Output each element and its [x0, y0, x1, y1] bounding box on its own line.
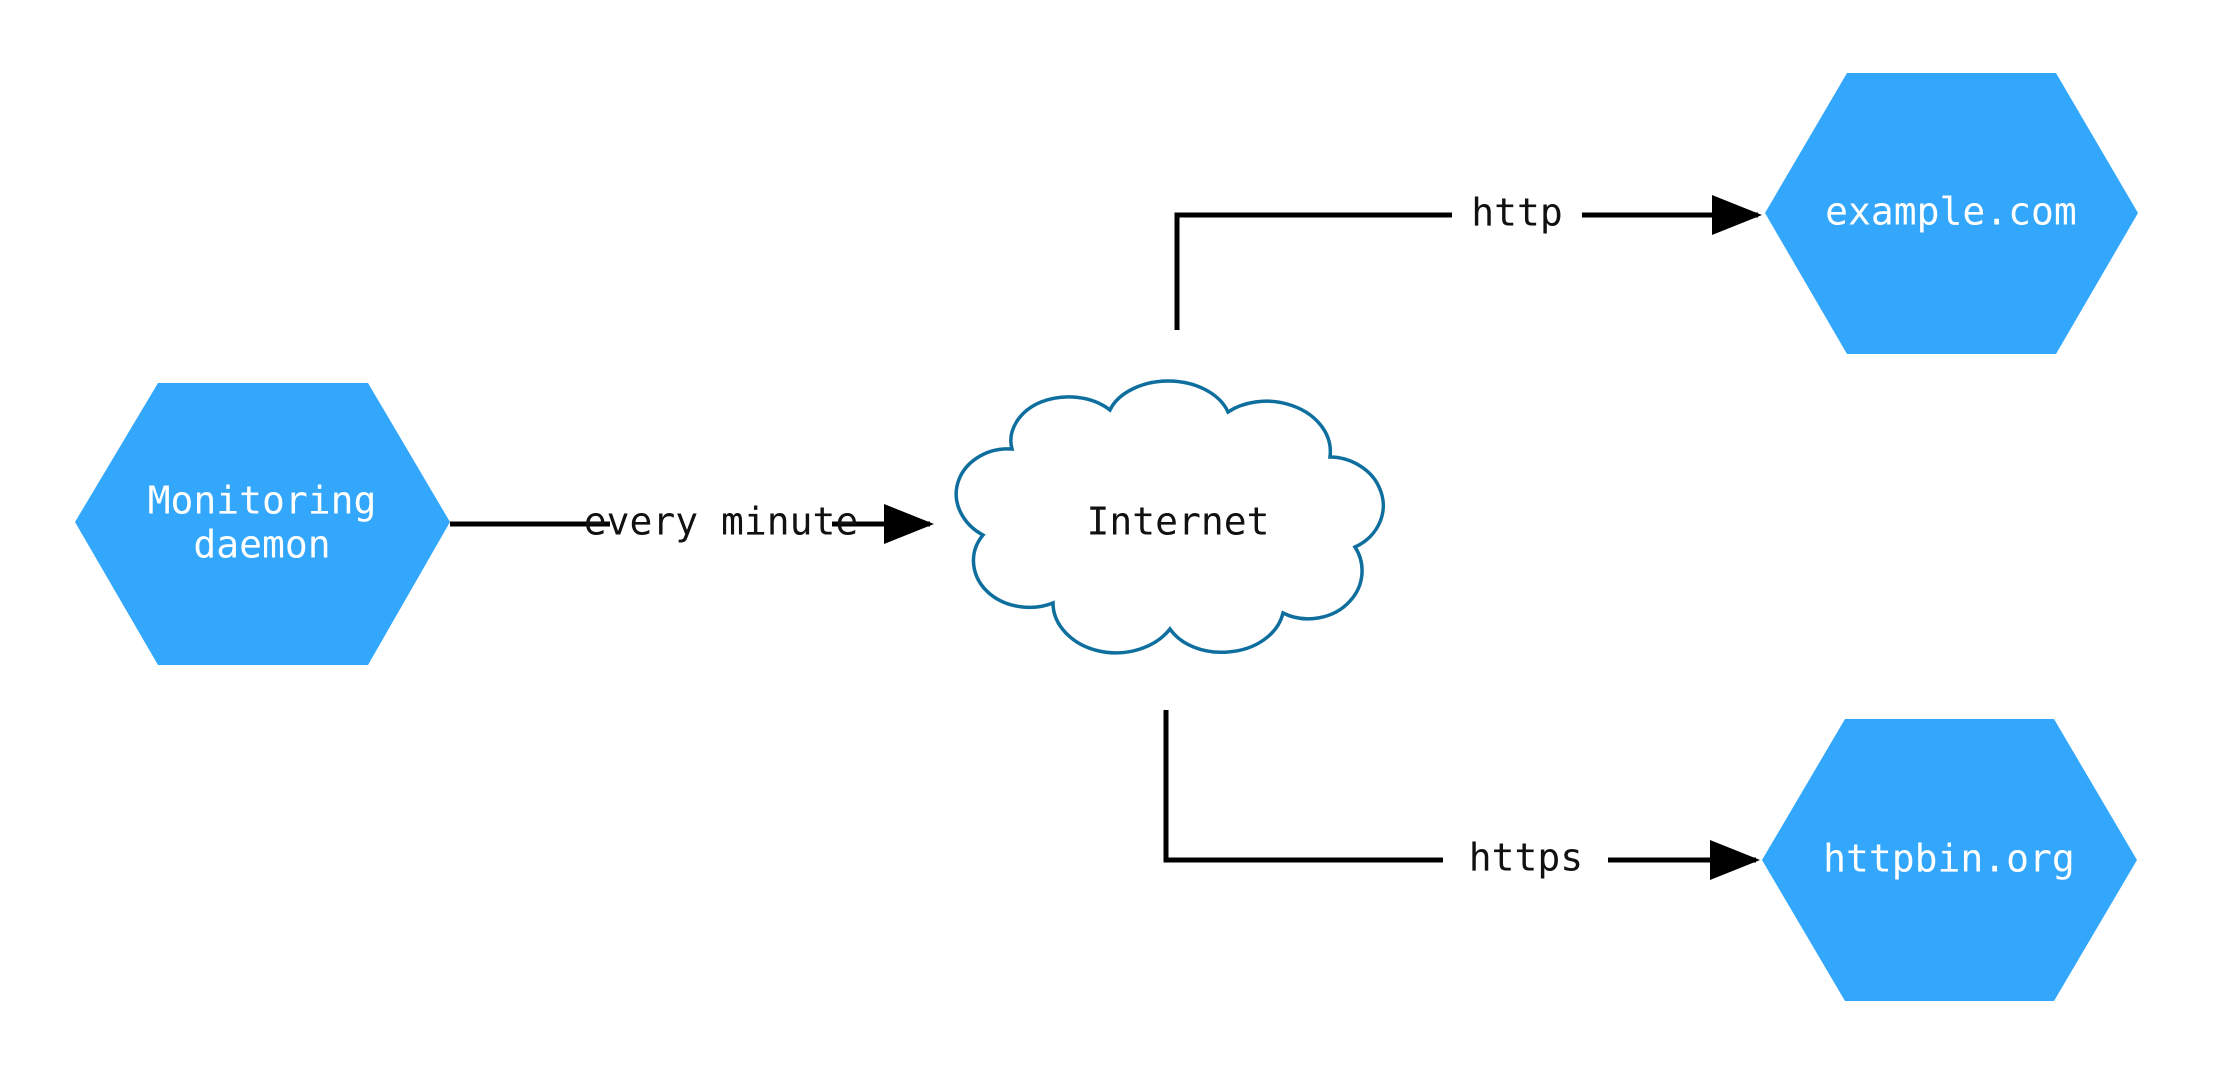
- node-monitoring-daemon-label-line2: daemon: [193, 523, 330, 567]
- node-example-com-hexagon[interactable]: [1765, 73, 2138, 354]
- edge-internet-to-example-elbow: [1174, 212, 1452, 330]
- node-httpbin-org-hexagon[interactable]: [1762, 719, 2137, 1001]
- edge-internet-to-httpbin-elbow: [1163, 710, 1443, 863]
- node-internet[interactable]: Internet: [954, 379, 1385, 655]
- edge-label-every-minute: every minute: [584, 500, 859, 544]
- node-example-com-label: example.com: [1825, 190, 2077, 234]
- node-monitoring-daemon-hexagon[interactable]: [75, 383, 450, 665]
- node-monitoring-daemon-label-line1: Monitoring: [148, 479, 377, 523]
- node-httpbin-org[interactable]: httpbin.org: [1762, 719, 2137, 1001]
- node-internet-label: Internet: [1086, 500, 1269, 544]
- edge-label-https: https: [1469, 836, 1583, 880]
- node-example-com[interactable]: example.com: [1765, 73, 2138, 354]
- edge-label-http: http: [1471, 191, 1563, 235]
- edge-internet-to-example: http: [1174, 191, 1763, 330]
- edge-daemon-to-internet: every minute: [450, 500, 935, 544]
- node-internet-cloud-shape[interactable]: [954, 379, 1385, 655]
- edge-internet-to-httpbin: https: [1163, 710, 1761, 880]
- node-monitoring-daemon[interactable]: Monitoring daemon: [75, 383, 450, 665]
- node-httpbin-org-label: httpbin.org: [1823, 837, 2075, 881]
